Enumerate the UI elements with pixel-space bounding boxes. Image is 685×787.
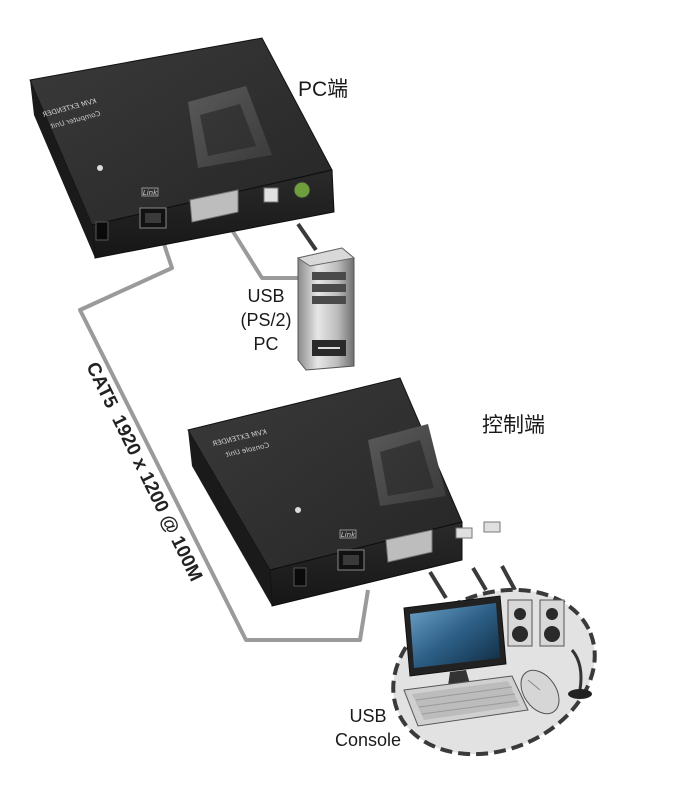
console-end-label: 控制端 (482, 414, 545, 437)
computer-unit-link: Link (143, 189, 158, 197)
pc-label-line3: PC (253, 334, 278, 354)
console-label-line2: Console (335, 730, 401, 750)
console-peripherals (391, 587, 597, 757)
usb-a-port-1 (455, 527, 473, 539)
usb-a-port-2 (483, 521, 501, 533)
console-unit: KVM EXTENDER Console Unit Link (187, 377, 501, 607)
computer-unit: KVM EXTENDER Computer Unit Link (29, 37, 335, 259)
console-unit-link: Link (341, 531, 356, 539)
cat5-cable (78, 231, 370, 642)
power-jack (95, 221, 109, 241)
pc-usb-cable (230, 228, 300, 280)
pc-label-line1: USB (247, 286, 284, 306)
console-power-jack (293, 567, 307, 587)
rj45-port-inner (145, 213, 161, 223)
ps2-port (293, 181, 311, 199)
pc-ps2-cable (296, 222, 318, 252)
mouse (520, 669, 560, 715)
console-label-line1: USB (349, 706, 386, 726)
microphone (568, 649, 592, 699)
speakers (507, 599, 565, 647)
dvi-port (189, 189, 239, 223)
console-cables (428, 565, 517, 600)
usb-b-port (263, 187, 279, 203)
console-status-led (295, 507, 301, 513)
cable-spec-label: CAT5 1920 x 1200 @ 100M (82, 359, 207, 585)
status-led (97, 165, 103, 171)
pc-label-line2: (PS/2) (240, 310, 291, 330)
link-label-box (141, 187, 159, 197)
console-dvi-port (385, 529, 433, 563)
pc-end-label: PC端 (298, 78, 348, 101)
pc-tower (296, 247, 356, 371)
keyboard (403, 675, 529, 727)
